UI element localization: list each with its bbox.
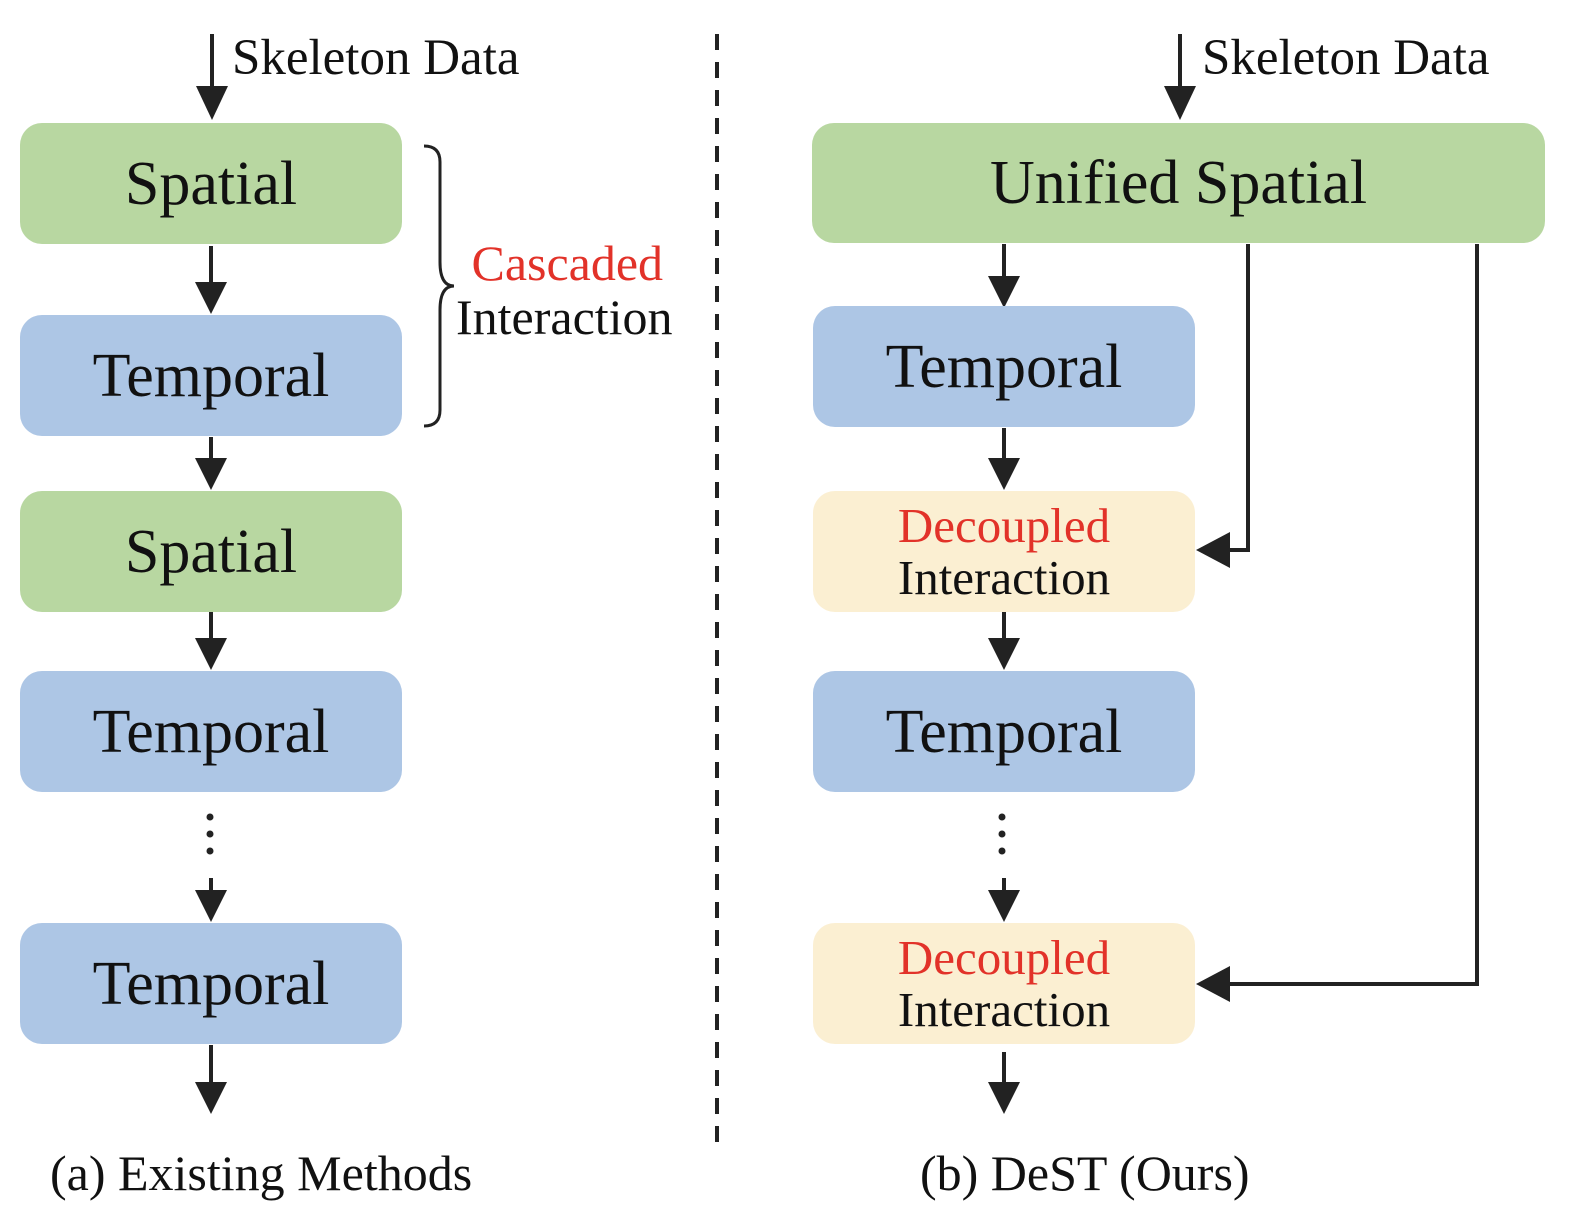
left-temporal-block-2: Temporal: [20, 671, 402, 792]
right-caption: (b) DeST (Ours): [920, 1145, 1250, 1201]
left-arrows: [195, 34, 228, 1114]
right-input-label: Skeleton Data: [1202, 30, 1490, 86]
block-label: Temporal: [885, 697, 1123, 766]
left-caption: (a) Existing Methods: [50, 1145, 473, 1201]
block-label: Spatial: [124, 149, 298, 218]
block-label: Temporal: [885, 332, 1123, 401]
left-spatial-block-2: Spatial: [20, 491, 402, 612]
left-temporal-block-3: Temporal: [20, 923, 402, 1044]
right-arrows: [988, 34, 1479, 1114]
decoupled-text: Interaction: [897, 549, 1111, 605]
block-label: Temporal: [92, 697, 330, 766]
block-label: Spatial: [124, 517, 298, 586]
right-temporal-block-1: Temporal: [813, 306, 1195, 427]
cascade-brace: [423, 144, 455, 428]
left-temporal-block-1: Temporal: [20, 315, 402, 436]
cascaded-text: Interaction: [456, 289, 673, 345]
block-label: Temporal: [92, 341, 330, 410]
decoupled-highlight: Decoupled: [897, 497, 1111, 553]
unified-spatial-block: Unified Spatial: [812, 123, 1545, 243]
decoupled-interaction-block-1: Decoupled Interaction: [813, 491, 1195, 612]
right-temporal-block-2: Temporal: [813, 671, 1195, 792]
decoupled-text: Interaction: [897, 981, 1111, 1037]
left-input-label: Skeleton Data: [232, 30, 520, 86]
decoupled-interaction-block-2: Decoupled Interaction: [813, 923, 1195, 1044]
block-label: Temporal: [92, 949, 330, 1018]
cascaded-highlight: Cascaded: [471, 235, 664, 291]
block-label: Unified Spatial: [989, 149, 1368, 217]
decoupled-highlight: Decoupled: [897, 929, 1111, 985]
cascaded-interaction-annotation: Cascaded Interaction: [456, 236, 673, 344]
left-spatial-block-1: Spatial: [20, 123, 402, 244]
